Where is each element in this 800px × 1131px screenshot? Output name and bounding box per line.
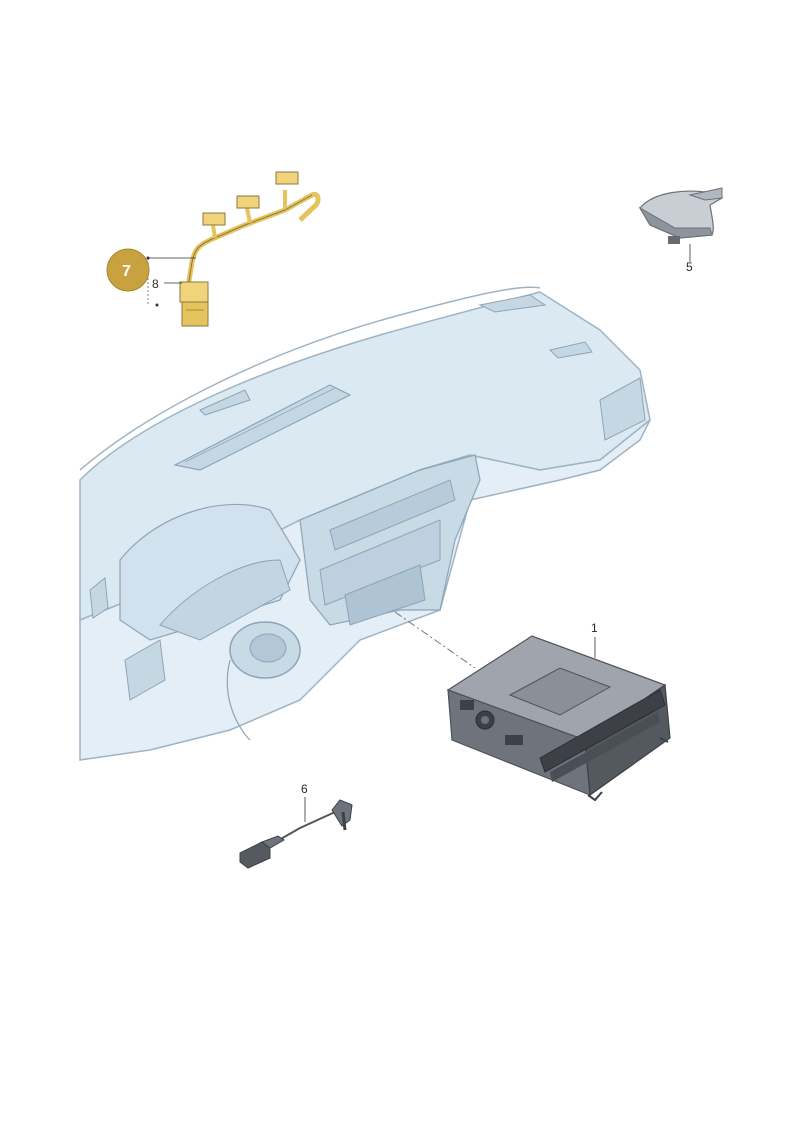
antenna-cable-icon <box>239 799 353 869</box>
antenna-icon <box>638 187 724 244</box>
callout-1: 1 <box>591 621 598 635</box>
callout-6: 6 <box>301 782 308 796</box>
dashboard-illustration <box>79 286 651 761</box>
callout-8: 8 <box>152 277 159 291</box>
radio-install-leader <box>394 611 476 669</box>
callout-7: 7 <box>122 263 131 280</box>
callout-7-badge: 7 <box>106 248 150 292</box>
radio-unit-icon <box>446 635 671 802</box>
wiring-harness-icon <box>179 171 321 327</box>
callout-5: 5 <box>686 260 693 274</box>
